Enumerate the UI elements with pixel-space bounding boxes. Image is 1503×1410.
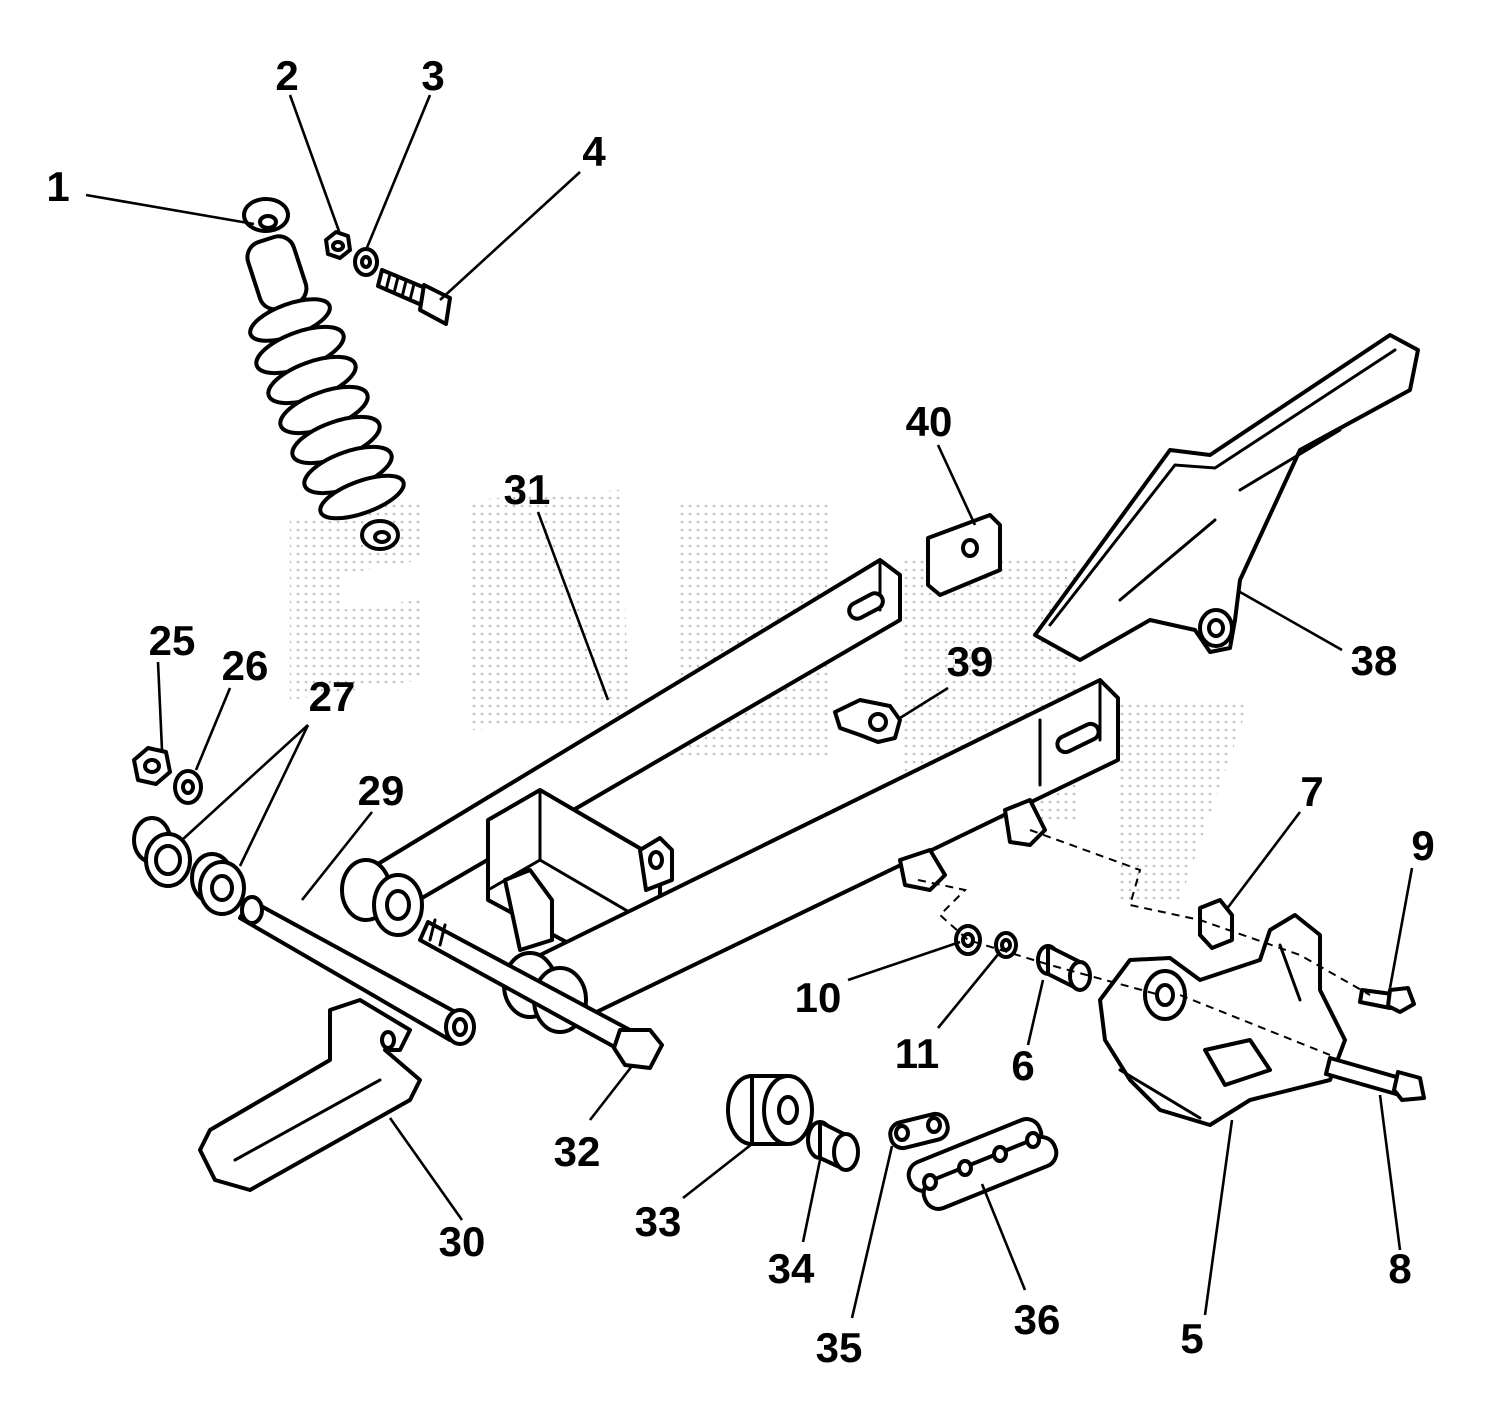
bolt-4 (376, 268, 452, 326)
nut-2 (324, 230, 352, 260)
bushing-27b (190, 852, 246, 916)
callout-27: 27 (309, 673, 356, 720)
callout-31: 31 (504, 466, 551, 513)
callout-30: 30 (439, 1218, 486, 1265)
callout-1: 1 (46, 163, 69, 210)
clip-7 (1198, 898, 1234, 950)
leader-lines (85, 94, 1414, 1319)
shock-absorber (242, 197, 406, 551)
washer-26 (173, 769, 203, 805)
swingarm (340, 558, 1120, 1034)
callout-4: 4 (582, 128, 606, 175)
roller-33 (726, 1074, 814, 1146)
bushing-27a (132, 816, 192, 888)
chain-36 (906, 1117, 1059, 1211)
cable-clip-39 (833, 698, 902, 744)
pivot-tube-29 (238, 895, 476, 1046)
callout-26: 26 (222, 642, 269, 689)
chain-guard-38 (1033, 333, 1420, 662)
nut-25 (132, 746, 172, 786)
callout-3: 3 (421, 52, 444, 99)
callout-2: 2 (275, 52, 298, 99)
callout-8: 8 (1388, 1245, 1411, 1292)
assembly-lines (917, 829, 1371, 1056)
callout-11: 11 (895, 1030, 939, 1077)
callout-32: 32 (554, 1128, 601, 1175)
callout-7: 7 (1300, 768, 1323, 815)
washer-3 (353, 247, 379, 277)
chain-slider-30 (198, 998, 422, 1192)
master-link-35 (888, 1111, 950, 1151)
callout-34: 34 (768, 1245, 815, 1292)
callout-40: 40 (906, 398, 953, 445)
callout-39: 39 (947, 638, 994, 685)
chain-guide-5 (1098, 913, 1347, 1127)
plate-40 (926, 513, 1002, 597)
callout-25: 25 (149, 617, 196, 664)
callout-29: 29 (358, 767, 405, 814)
callout-labels: 1 2 3 4 5 6 7 8 9 10 11 25 26 27 29 30 3… (46, 52, 1434, 1371)
washer-10 (954, 924, 982, 956)
bolt-8 (1324, 1056, 1426, 1102)
spacer-6 (1036, 944, 1092, 992)
callout-36: 36 (1014, 1296, 1061, 1343)
callout-5: 5 (1180, 1315, 1203, 1362)
callout-9: 9 (1411, 822, 1434, 869)
callout-35: 35 (816, 1324, 863, 1371)
callout-33: 33 (635, 1198, 682, 1245)
callout-38: 38 (1351, 637, 1398, 684)
bolt-9 (1358, 986, 1416, 1014)
callout-6: 6 (1011, 1042, 1034, 1089)
axle-bolt-32 (418, 918, 664, 1070)
spacer-34 (806, 1120, 860, 1172)
callout-10: 10 (795, 974, 842, 1021)
